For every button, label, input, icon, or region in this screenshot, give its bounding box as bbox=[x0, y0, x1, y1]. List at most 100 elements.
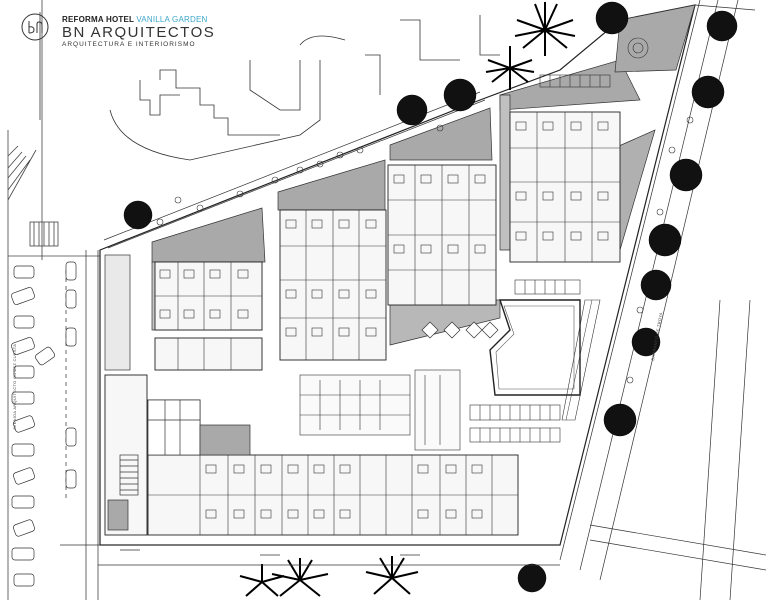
round-trees bbox=[123, 1, 738, 593]
shrubs bbox=[156, 116, 694, 384]
bed-icon bbox=[285, 289, 297, 299]
bed-icon bbox=[515, 121, 527, 131]
bed-icon bbox=[205, 509, 217, 519]
bed-icon bbox=[183, 269, 195, 279]
round-tree-icon bbox=[603, 403, 637, 437]
bed-icon bbox=[285, 327, 297, 337]
car-icon bbox=[65, 427, 77, 447]
car-icon bbox=[13, 519, 35, 537]
rooms-northeast bbox=[510, 112, 620, 262]
west-street bbox=[7, 0, 100, 600]
car-icon bbox=[65, 261, 77, 281]
project-name: VANILLA GARDEN bbox=[136, 15, 208, 24]
bed-icon bbox=[338, 289, 350, 299]
bed-icon bbox=[339, 464, 351, 474]
bed-icon bbox=[393, 174, 405, 184]
car-icon bbox=[13, 365, 35, 379]
bed-icon bbox=[313, 509, 325, 519]
rooms-north-central bbox=[280, 210, 386, 360]
rooms-northwest bbox=[155, 262, 262, 370]
bed-icon bbox=[365, 219, 377, 229]
palm-tree-icon bbox=[365, 556, 419, 595]
street-label-west: AVENIDA ARQUITECTO GOMEZ CUESTA bbox=[12, 343, 17, 430]
car-icon bbox=[65, 327, 77, 347]
pool-deck bbox=[561, 299, 601, 421]
terrace bbox=[299, 279, 581, 451]
car-icon bbox=[13, 315, 35, 329]
bed-icon bbox=[287, 464, 299, 474]
bed-icon bbox=[260, 464, 272, 474]
south-road bbox=[60, 544, 560, 566]
bed-icon bbox=[237, 269, 249, 279]
car-icon bbox=[11, 391, 35, 405]
rooms-south bbox=[148, 455, 518, 535]
bed-icon bbox=[233, 509, 245, 519]
bed-icon bbox=[159, 309, 171, 319]
project-prefix: REFORMA HOTEL bbox=[62, 15, 137, 24]
bed-icon bbox=[445, 464, 457, 474]
car-icon bbox=[13, 573, 35, 587]
bed-icon bbox=[597, 231, 609, 241]
pool bbox=[489, 299, 601, 421]
round-tree-icon bbox=[595, 1, 629, 35]
round-tree-icon bbox=[517, 563, 547, 593]
round-tree-icon bbox=[123, 200, 153, 230]
round-tree-icon bbox=[631, 327, 661, 357]
bed-icon bbox=[474, 244, 486, 254]
round-tree-icon bbox=[706, 10, 738, 42]
palm-tree-icon bbox=[271, 558, 329, 597]
bed-icon bbox=[542, 191, 554, 201]
bed-icon bbox=[311, 289, 323, 299]
bed-icon bbox=[365, 327, 377, 337]
palm-tree-icon bbox=[514, 2, 576, 56]
bed-icon bbox=[183, 309, 195, 319]
bed-icon bbox=[474, 174, 486, 184]
car-icon bbox=[11, 547, 35, 561]
bed-icon bbox=[570, 191, 582, 201]
wing-northwest-lower bbox=[154, 337, 263, 371]
car-icon bbox=[65, 469, 77, 489]
round-tree-icon bbox=[669, 158, 703, 192]
bed-icon bbox=[417, 464, 429, 474]
bed-icon bbox=[471, 464, 483, 474]
bed-icon bbox=[311, 219, 323, 229]
bn-logo-icon bbox=[21, 13, 49, 41]
car-icon bbox=[13, 415, 35, 433]
service-blocks bbox=[104, 254, 251, 531]
bed-icon bbox=[313, 464, 325, 474]
bed-icon bbox=[237, 309, 249, 319]
ne-deck bbox=[539, 37, 649, 88]
round-tree-icon bbox=[396, 94, 428, 126]
bed-icon bbox=[515, 191, 527, 201]
round-tree-icon bbox=[648, 223, 682, 257]
bed-icon bbox=[447, 244, 459, 254]
bed-icon bbox=[542, 121, 554, 131]
parked-cars bbox=[11, 261, 77, 587]
bed-icon bbox=[260, 509, 272, 519]
palm-tree-icon bbox=[239, 564, 285, 597]
bed-icon bbox=[205, 464, 217, 474]
bed-icon bbox=[542, 231, 554, 241]
studio-tagline: ARQUITECTURA E INTERIORISMO bbox=[62, 41, 196, 48]
bed-icon bbox=[338, 327, 350, 337]
bed-icon bbox=[445, 509, 457, 519]
bed-icon bbox=[159, 269, 171, 279]
rooms-north bbox=[388, 165, 496, 305]
car-icon bbox=[11, 495, 35, 509]
bed-icon bbox=[339, 509, 351, 519]
car-icon bbox=[11, 287, 35, 305]
bed-icon bbox=[311, 327, 323, 337]
bed-icon bbox=[597, 121, 609, 131]
bed-icon bbox=[209, 269, 221, 279]
bed-icon bbox=[570, 231, 582, 241]
studio-name: BN ARQUITECTOS bbox=[62, 24, 216, 41]
bed-icon bbox=[338, 219, 350, 229]
palm-tree-icon bbox=[485, 46, 535, 90]
bed-icon bbox=[233, 464, 245, 474]
bed-icon bbox=[420, 244, 432, 254]
bed-icon bbox=[285, 219, 297, 229]
bed-icon bbox=[417, 509, 429, 519]
bed-icon bbox=[570, 121, 582, 131]
car-icon bbox=[11, 443, 35, 457]
car-icon bbox=[13, 467, 35, 485]
